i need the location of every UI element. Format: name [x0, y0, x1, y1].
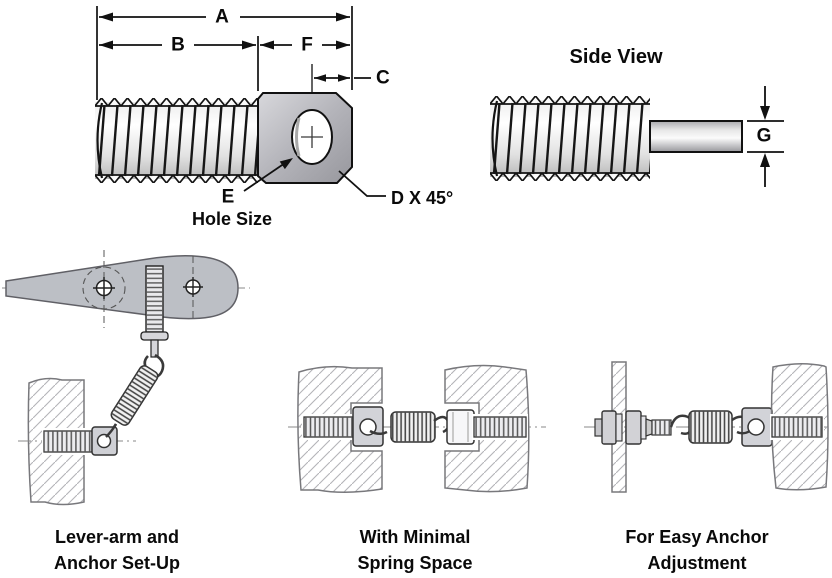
caption-easy-adjust-line1: For Easy Anchor: [625, 527, 769, 547]
leader-chamfer: [338, 170, 386, 197]
dim-line-a: [99, 12, 350, 22]
dim-line-b: [99, 40, 256, 50]
caption-minimal-space: With Minimal Spring Space: [290, 524, 540, 576]
caption-lever-arm: Lever-arm and Anchor Set-Up: [0, 524, 242, 576]
flat-tab-side: [649, 120, 743, 153]
dim-line-f: [260, 40, 350, 50]
dim-label-a: A: [215, 6, 229, 28]
dim-label-b: B: [171, 34, 185, 56]
caption-easy-adjust-line2: Adjustment: [647, 553, 747, 573]
app-lever-arm: [2, 250, 250, 506]
chamfer-label: D X 45°: [391, 188, 454, 208]
wall-anchor-1: [18, 377, 136, 506]
dim-line-g: [747, 86, 784, 187]
front-threaded-rod: [95, 98, 258, 183]
dim-label-f: F: [301, 34, 313, 56]
side-threaded-rod: [490, 96, 650, 181]
side-view-drawing: [490, 86, 784, 187]
spring-right: [688, 410, 750, 444]
dim-label-g: G: [756, 125, 772, 147]
hole-label-e: E: [221, 186, 235, 208]
front-view-drawing: [95, 6, 386, 197]
app-minimal-space: [288, 364, 546, 494]
spring-horizontal: [390, 411, 451, 443]
lever-arm: [5, 255, 239, 320]
side-view-title: Side View: [569, 46, 663, 68]
caption-lever-arm-line1: Lever-arm and: [54, 527, 180, 547]
caption-minimal-space-line1: With Minimal: [359, 527, 471, 547]
dim-label-c: C: [376, 67, 390, 89]
spring-diagonal: [102, 355, 159, 439]
vertical-stud: [140, 265, 169, 379]
hole-size-label: Hole Size: [191, 209, 273, 229]
caption-minimal-space-line2: Spring Space: [357, 553, 473, 573]
caption-lever-arm-line2: Anchor Set-Up: [54, 553, 180, 573]
caption-easy-adjust: For Easy Anchor Adjustment: [572, 524, 822, 576]
bolt-stack: [594, 410, 672, 445]
dim-line-c: [314, 74, 371, 82]
app-easy-adjust: [584, 361, 831, 493]
leader-e: [243, 158, 293, 192]
